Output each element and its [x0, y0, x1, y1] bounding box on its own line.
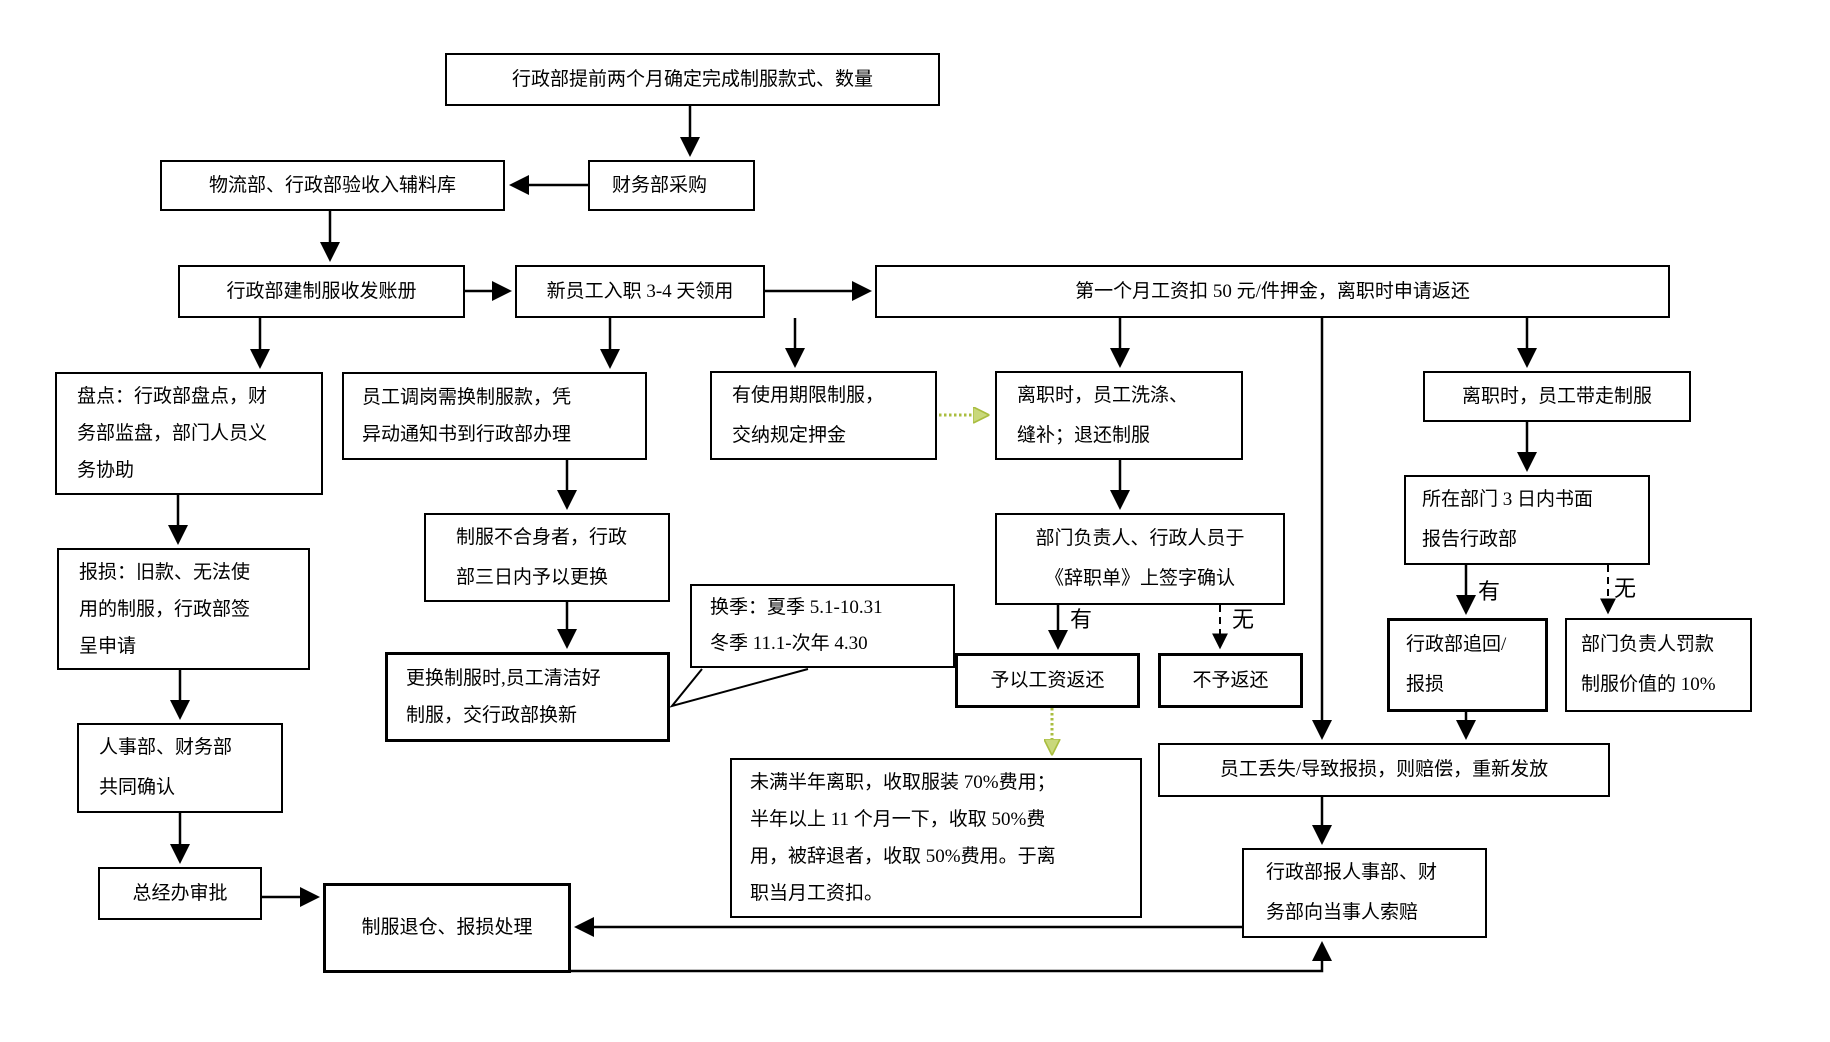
node-manager-fine: 部门负责人罚款 制服价值的 10%	[1565, 618, 1752, 712]
branch-label-report-yes: 有	[1478, 579, 1501, 604]
node-report-3days: 所在部门 3 日内书面 报告行政部	[1404, 475, 1650, 565]
node-plan-uniform: 行政部提前两个月确定完成制服款式、数量	[445, 53, 940, 106]
node-new-employee: 新员工入职 3-4 天领用	[515, 265, 765, 318]
node-claim-from-employee: 行政部报人事部、财 务部向当事人索赔	[1242, 848, 1487, 938]
node-salary-refund: 予以工资返还	[955, 653, 1140, 708]
branch-label-sign-yes: 有	[1070, 607, 1093, 632]
branch-label-report-no: 无	[1614, 576, 1637, 601]
node-finance-purchase: 财务部采购	[588, 160, 755, 211]
node-leave-wash-return: 离职时，员工洗涤、 缝补；退还制服	[995, 371, 1243, 460]
node-gm-approval: 总经办审批	[98, 867, 262, 920]
node-salary-deposit: 第一个月工资扣 50 元/件押金，离职时申请返还	[875, 265, 1670, 318]
node-transfer-change: 员工调岗需换制服款，凭 异动通知书到行政部办理	[342, 372, 647, 460]
node-inventory-check: 盘点：行政部盘点，财 务部监盘，部门人员义 务协助	[55, 372, 323, 495]
node-leave-takeaway: 离职时，员工带走制服	[1423, 371, 1691, 422]
node-replace-clean: 更换制服时,员工清洁好 制服，交行政部换新	[385, 652, 670, 742]
node-unfit-replace: 制服不合身者，行政 部三日内予以更换	[424, 513, 670, 602]
node-admin-recover: 行政部追回/ 报损	[1387, 618, 1548, 712]
node-season-callout: 换季：夏季 5.1-10.31 冬季 11.1-次年 4.30	[690, 584, 955, 668]
node-lost-compensate: 员工丢失/导致报损，则赔偿，重新发放	[1158, 743, 1610, 797]
node-resign-sign-confirm: 部门负责人、行政人员于 《辞职单》上签字确认	[995, 513, 1285, 605]
node-limited-term-deposit: 有使用期限制服， 交纳规定押金	[710, 371, 937, 460]
node-hr-finance-confirm: 人事部、财务部 共同确认	[77, 723, 283, 813]
node-no-refund: 不予返还	[1158, 653, 1303, 708]
node-uniform-ledger: 行政部建制服收发账册	[178, 265, 465, 318]
node-damage-report: 报损：旧款、无法使 用的制服，行政部签 呈申请	[57, 548, 310, 670]
branch-label-sign-no: 无	[1232, 607, 1255, 632]
node-warehouse-return: 制服退仓、报损处理	[323, 883, 571, 973]
node-leave-fee-rules: 未满半年离职，收取服装 70%费用； 半年以上 11 个月一下，收取 50%费 …	[730, 758, 1142, 918]
node-receive-warehouse: 物流部、行政部验收入辅料库	[160, 160, 505, 211]
